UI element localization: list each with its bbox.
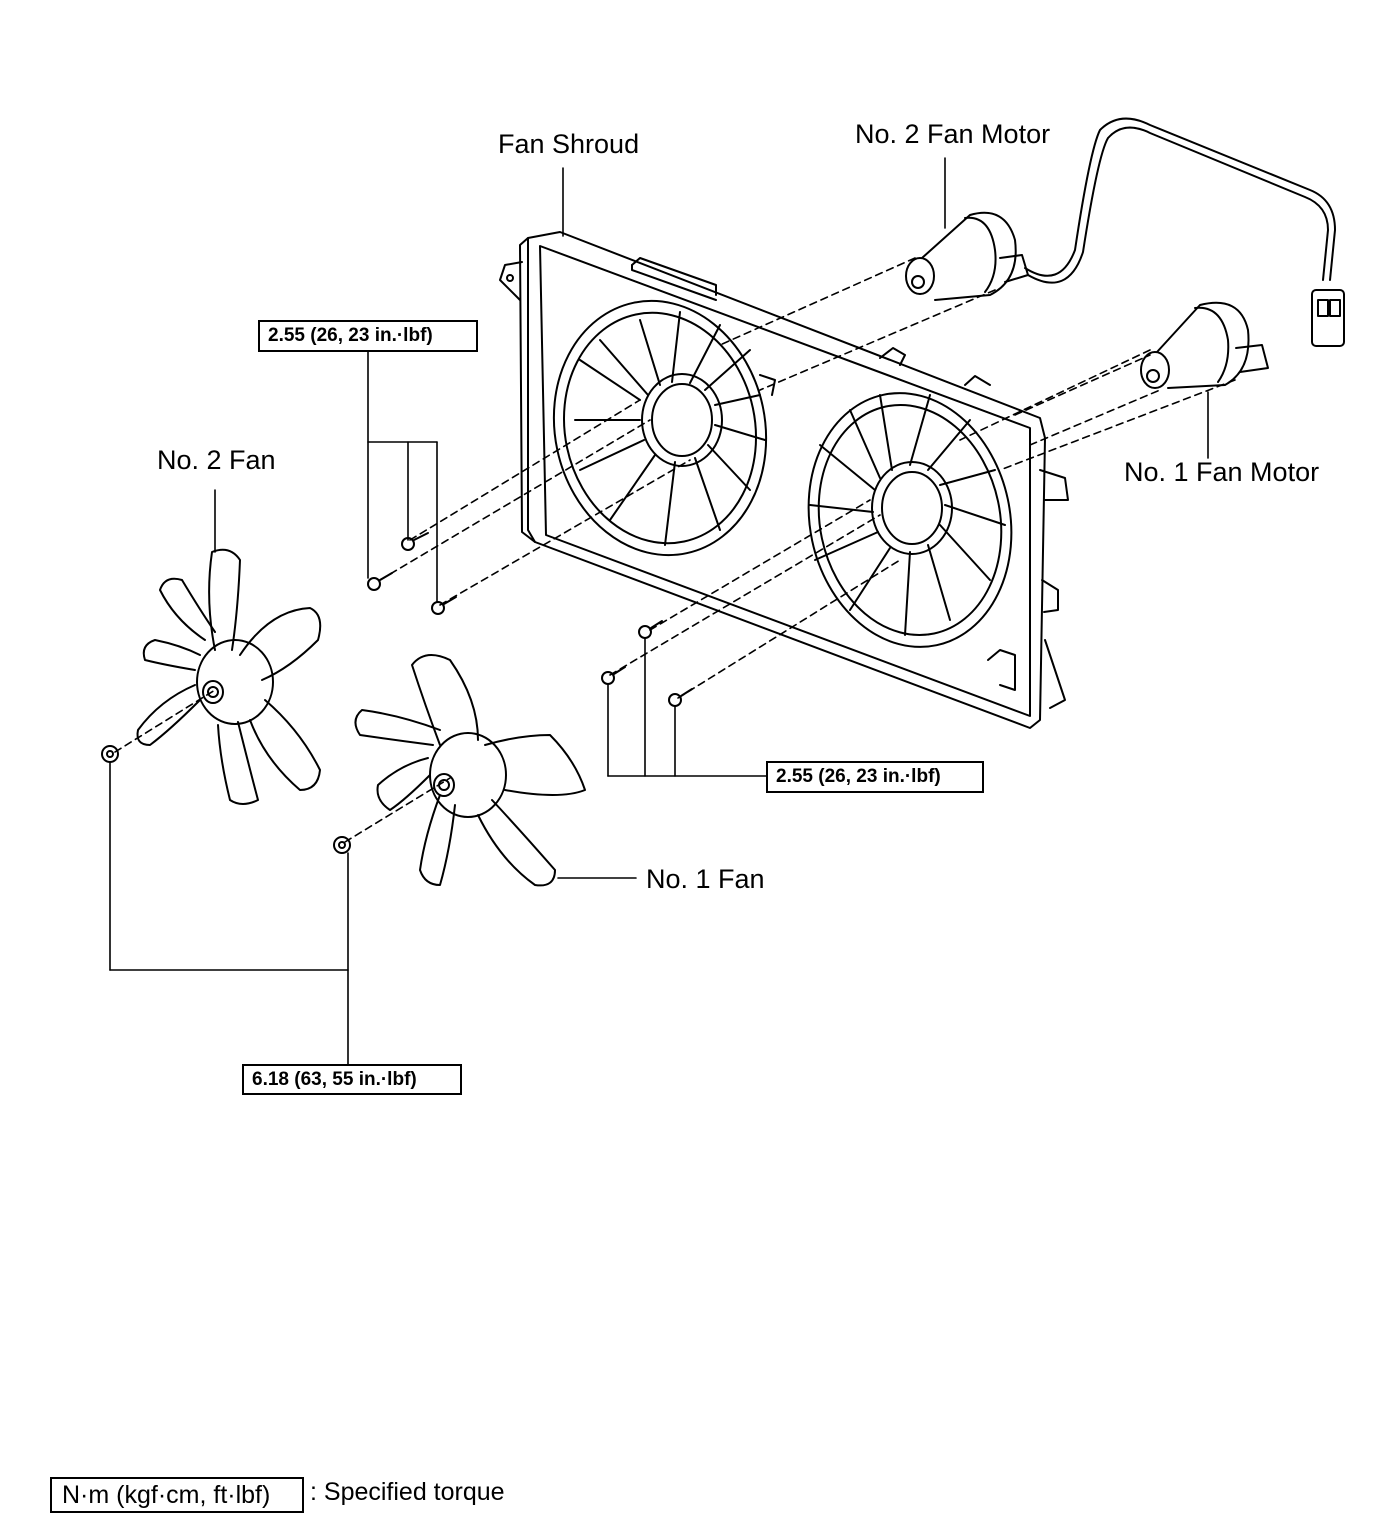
- nut: [333, 836, 351, 854]
- torque-shroud-bolts-upper: 2.55 (26, 23 in.·lbf): [258, 320, 478, 352]
- bolt: [638, 620, 663, 639]
- no1-fan-blades: [354, 654, 586, 887]
- bolt: [431, 596, 457, 615]
- no2-fan-blades: [136, 548, 322, 805]
- no1-fan-motor: [1140, 301, 1269, 389]
- no2-fan-motor-label: No. 2 Fan Motor: [855, 119, 1051, 149]
- fan-nuts: [101, 745, 351, 854]
- bolt: [401, 532, 429, 551]
- wiring-connector: [1311, 289, 1345, 347]
- torque-shroud-bolts-lower: 2.55 (26, 23 in.·lbf): [766, 761, 984, 793]
- bolt: [668, 688, 693, 707]
- shroud-opening-right: [807, 392, 1013, 648]
- leader-lines: [109, 157, 1209, 1067]
- bolt: [367, 572, 393, 591]
- no2-fan-label: No. 2 Fan: [157, 445, 276, 475]
- fan-shroud-label: Fan Shroud: [498, 129, 640, 159]
- no2-fan-motor: [905, 117, 1336, 301]
- legend-description: : Specified torque: [310, 1478, 505, 1506]
- torque-fan-nuts: 6.18 (63, 55 in.·lbf): [242, 1064, 462, 1095]
- fan-shroud-frame: [499, 231, 1069, 729]
- no1-fan-label: No. 1 Fan: [646, 864, 765, 894]
- legend-unit-box: N·m (kgf·cm, ft·lbf): [50, 1477, 304, 1513]
- shroud-opening-left: [552, 299, 768, 557]
- no1-fan-motor-label: No. 1 Fan Motor: [1124, 457, 1320, 487]
- nut: [101, 745, 119, 763]
- bolt: [601, 666, 626, 685]
